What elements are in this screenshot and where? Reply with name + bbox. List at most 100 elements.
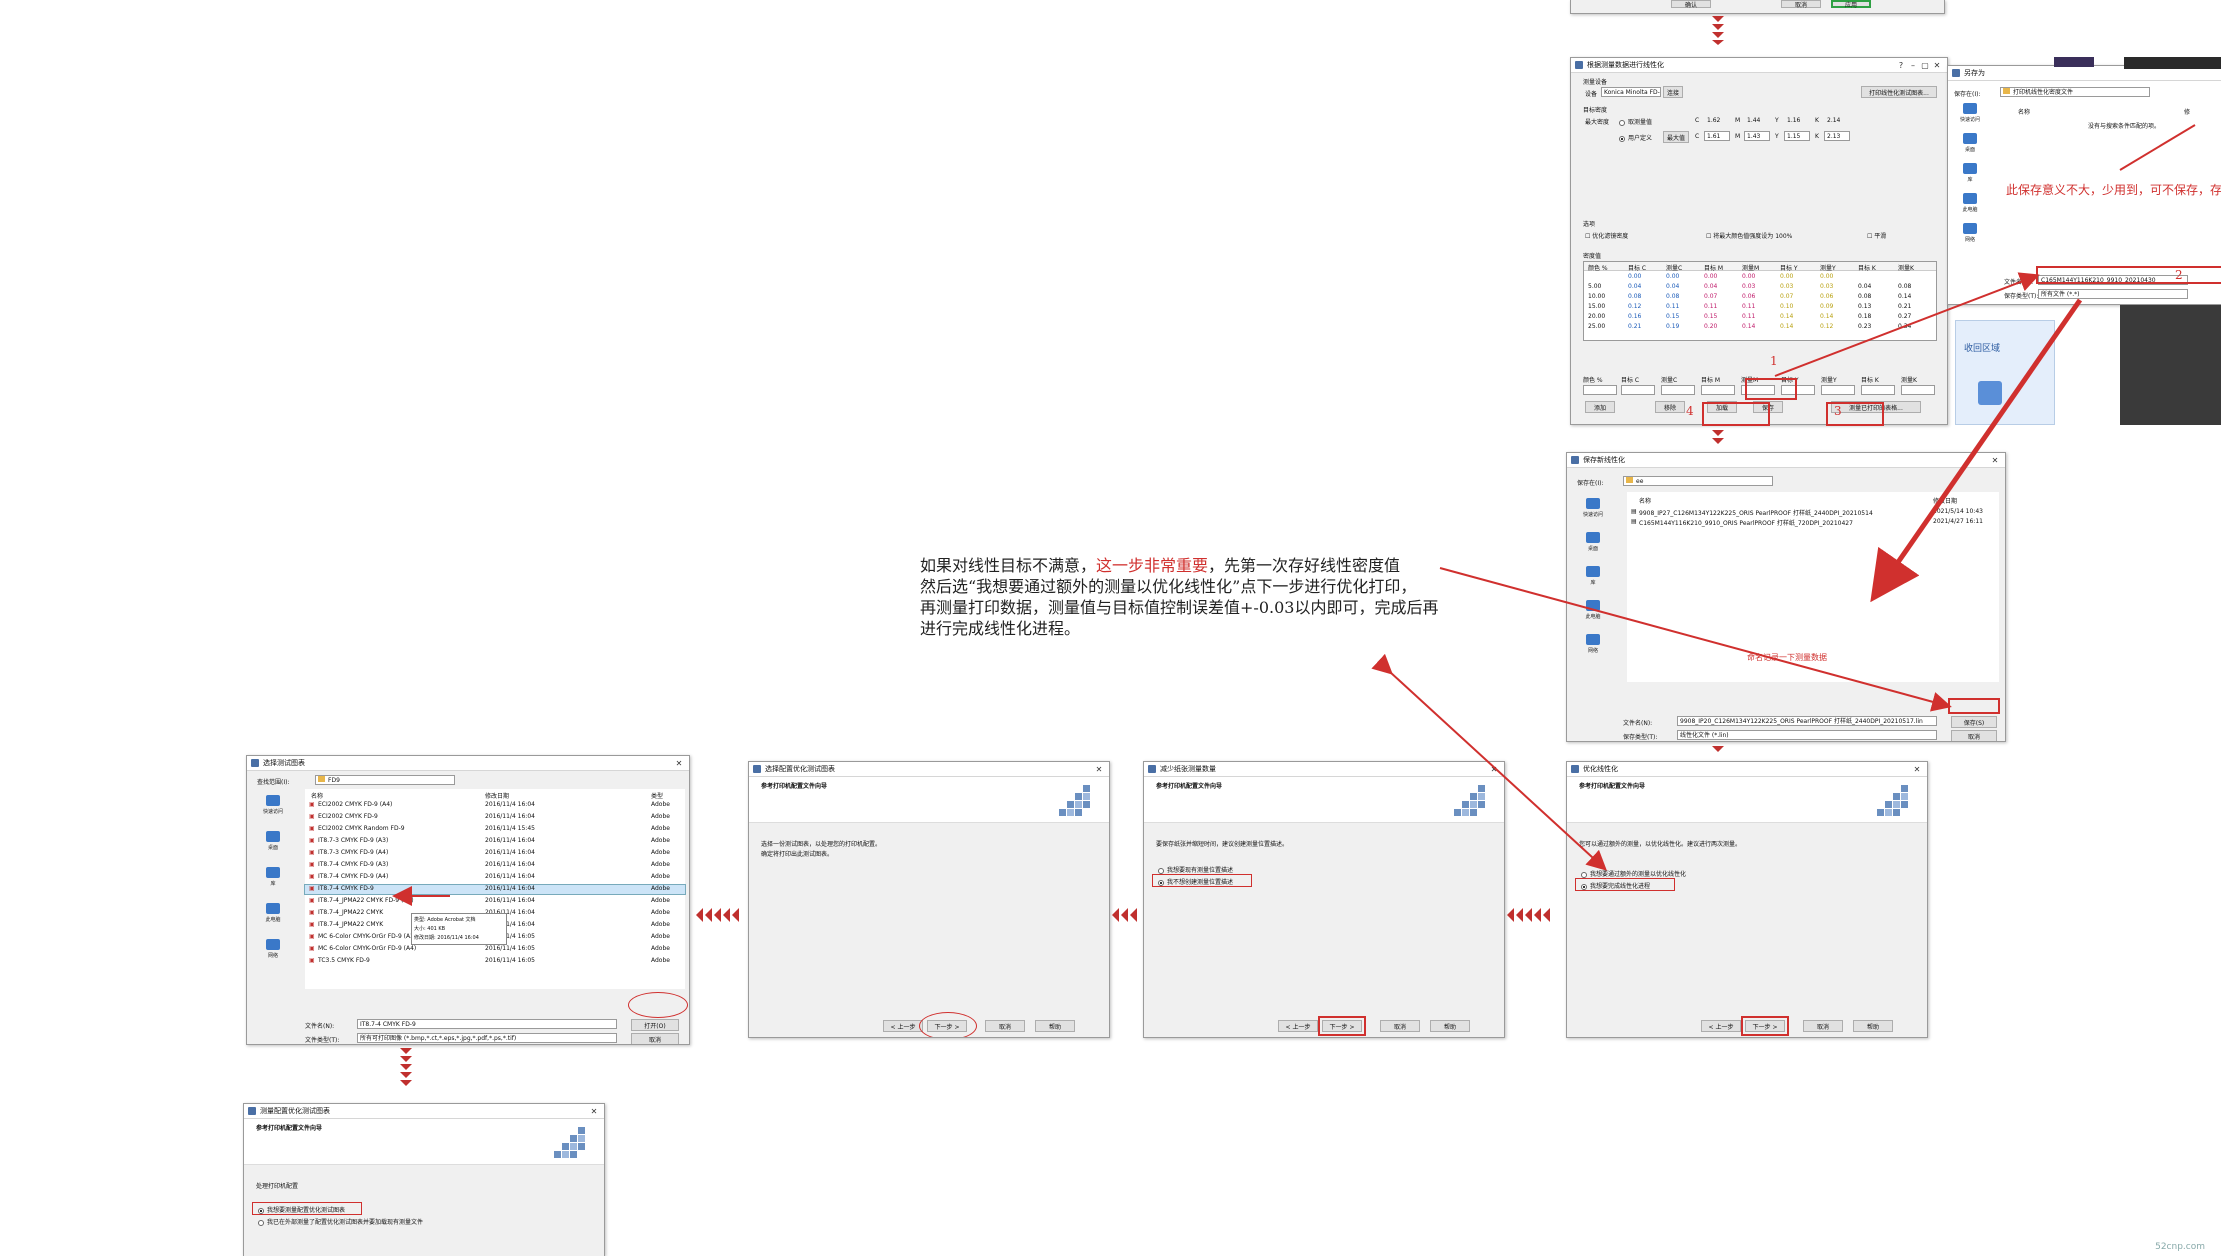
radio-option-1[interactable]: 我想要通过额外的测量以优化线性化 <box>1581 869 1686 878</box>
bottom-value-input[interactable] <box>1741 385 1775 395</box>
connect-button[interactable]: 连接 <box>1663 86 1683 98</box>
close-icon[interactable]: ✕ <box>1933 60 1941 70</box>
sidebar-item[interactable]: 网络 <box>1575 634 1611 654</box>
checkbox-optimize[interactable]: ☐ 优化滤镜密度 <box>1585 233 1629 240</box>
cancel-button[interactable]: 取消 <box>985 1020 1025 1032</box>
save-button[interactable]: 保存(S) <box>1951 716 1997 728</box>
load-button[interactable]: 加载 <box>1707 401 1737 413</box>
list-item[interactable]: ▤C165M144Y116K210_9910_ORIS PearlPROOF 打… <box>1627 518 1999 527</box>
cancel-button[interactable]: 取消 <box>1803 1020 1843 1032</box>
bottom-value-input[interactable] <box>1861 385 1895 395</box>
list-item[interactable]: ▣MC 6-Color CMYK-OrGr FD-9 (A3)2016/11/4… <box>305 933 685 942</box>
sidebar-item[interactable]: 桌面 <box>1575 532 1611 552</box>
help-icon[interactable]: ? <box>1898 60 1904 70</box>
sidebar-item[interactable]: 此电脑 <box>1575 600 1611 620</box>
filename-input[interactable]: 9908_IP20_C126M134Y122K225_ORIS PearlPRO… <box>1677 716 1937 726</box>
back-button[interactable]: < 上一步 <box>1278 1020 1318 1032</box>
bottom-value-input[interactable] <box>1661 385 1695 395</box>
apply-button[interactable]: 应用 <box>1831 0 1871 9</box>
sidebar-item[interactable]: 桌面 <box>1952 133 1988 153</box>
sidebar-item[interactable]: 此电脑 <box>1952 193 1988 213</box>
sidebar-item[interactable]: 此电脑 <box>255 903 291 923</box>
radio-option-2[interactable]: 我已在外部测量了配置优化测试图表并要加载现有测量文件 <box>258 1217 423 1226</box>
radio-measured[interactable]: 取测量值 <box>1619 117 1652 126</box>
file-list[interactable]: 名称 修改日期 ▤9908_IP27_C126M134Y122K225_ORIS… <box>1627 492 1999 682</box>
cancel-button[interactable]: 取消 <box>1781 0 1821 9</box>
look-in-select[interactable]: FD9 <box>315 775 455 785</box>
close-icon[interactable]: ✕ <box>590 1106 598 1116</box>
close-icon[interactable]: ✕ <box>1913 764 1921 774</box>
max-value-button[interactable]: 最大值 <box>1663 131 1689 143</box>
next-button[interactable]: 下一步 > <box>1322 1020 1362 1032</box>
bottom-value-input[interactable] <box>1821 385 1855 395</box>
back-button[interactable]: < 上一步 <box>883 1020 923 1032</box>
save-in-select[interactable]: 打印机线性化密度文件 <box>2000 87 2150 97</box>
c-target-input[interactable]: 1.61 <box>1704 131 1730 141</box>
list-item[interactable]: ▤9908_IP27_C126M134Y122K225_ORIS PearlPR… <box>1627 508 1999 517</box>
sidebar-item[interactable]: 库 <box>1952 163 1988 183</box>
minimize-icon[interactable]: – <box>1911 60 1915 70</box>
y-target-input[interactable]: 1.15 <box>1784 131 1810 141</box>
bottom-value-input[interactable] <box>1621 385 1655 395</box>
sidebar-item[interactable]: 库 <box>1575 566 1611 586</box>
close-icon[interactable]: ✕ <box>1991 455 1999 465</box>
next-button[interactable]: 下一步 > <box>1745 1020 1785 1032</box>
bottom-value-input[interactable] <box>1583 385 1617 395</box>
sidebar-item[interactable]: 桌面 <box>255 831 291 851</box>
checkbox-ink[interactable]: ☐ 将最大颜色值强度设为 100% <box>1706 233 1793 240</box>
file-list[interactable]: 名称 修改日期 类型 ▣ECI2002 CMYK FD-9 (A4)2016/1… <box>304 789 686 989</box>
filetype-select[interactable]: 线性化文件 (*.lin) <box>1677 730 1937 740</box>
maximize-icon[interactable]: ▢ <box>1921 60 1929 70</box>
open-button[interactable]: 打开(O) <box>631 1019 679 1031</box>
bottom-value-input[interactable] <box>1901 385 1935 395</box>
list-item[interactable]: ▣MC 6-Color CMYK-OrGr FD-9 (A4)2016/11/4… <box>305 945 685 954</box>
sidebar-item[interactable]: 库 <box>255 867 291 887</box>
sidebar-item[interactable]: 网络 <box>255 939 291 959</box>
close-icon[interactable]: ✕ <box>1095 764 1103 774</box>
k-target-input[interactable]: 2.13 <box>1824 131 1850 141</box>
radio-option-2[interactable]: 我不想创建测量位置描述 <box>1158 877 1233 886</box>
list-item[interactable]: ▣IT8.7-4_JPMA22 CMYK FD-9 (A3)2016/11/4 … <box>305 897 685 906</box>
radio-option-1[interactable]: 我想要测量配置优化测试图表 <box>258 1205 345 1214</box>
sidebar-item[interactable]: 快速访问 <box>255 795 291 815</box>
m-target-input[interactable]: 1.43 <box>1744 131 1770 141</box>
back-button[interactable]: < 上一步 <box>1701 1020 1741 1032</box>
device-select[interactable]: Konica Minolta FD-9 USB <box>1601 87 1661 97</box>
close-icon[interactable]: ✕ <box>675 758 683 768</box>
bottom-value-input[interactable] <box>1701 385 1735 395</box>
cancel-button[interactable]: 取消 <box>1951 730 1997 741</box>
filetype-select[interactable]: 所有可打印图像 (*.bmp,*.ct,*.eps,*.jpg,*.pdf,*.… <box>357 1033 617 1043</box>
add-button[interactable]: 添加 <box>1585 401 1615 413</box>
ok-button[interactable]: 确认 <box>1671 0 1711 9</box>
radio-option-1[interactable]: 我想要现有测量位置描述 <box>1158 865 1233 874</box>
radio-user-defined[interactable]: 用户定义 <box>1619 133 1652 142</box>
close-icon[interactable]: ✕ <box>1490 764 1498 774</box>
sidebar-item[interactable]: 快速访问 <box>1952 103 1988 123</box>
bottom-value-input[interactable] <box>1781 385 1815 395</box>
save-in-select[interactable]: ee <box>1623 476 1773 486</box>
cancel-button[interactable]: 取消 <box>1380 1020 1420 1032</box>
sidebar-item[interactable]: 网络 <box>1952 223 1988 243</box>
sidebar-item[interactable]: 快速访问 <box>1575 498 1611 518</box>
filename-input[interactable]: IT8.7-4 CMYK FD-9 <box>357 1019 617 1029</box>
remove-button[interactable]: 移除 <box>1655 401 1685 413</box>
cancel-button[interactable]: 取消 <box>631 1033 679 1044</box>
help-button[interactable]: 帮助 <box>1853 1020 1893 1032</box>
